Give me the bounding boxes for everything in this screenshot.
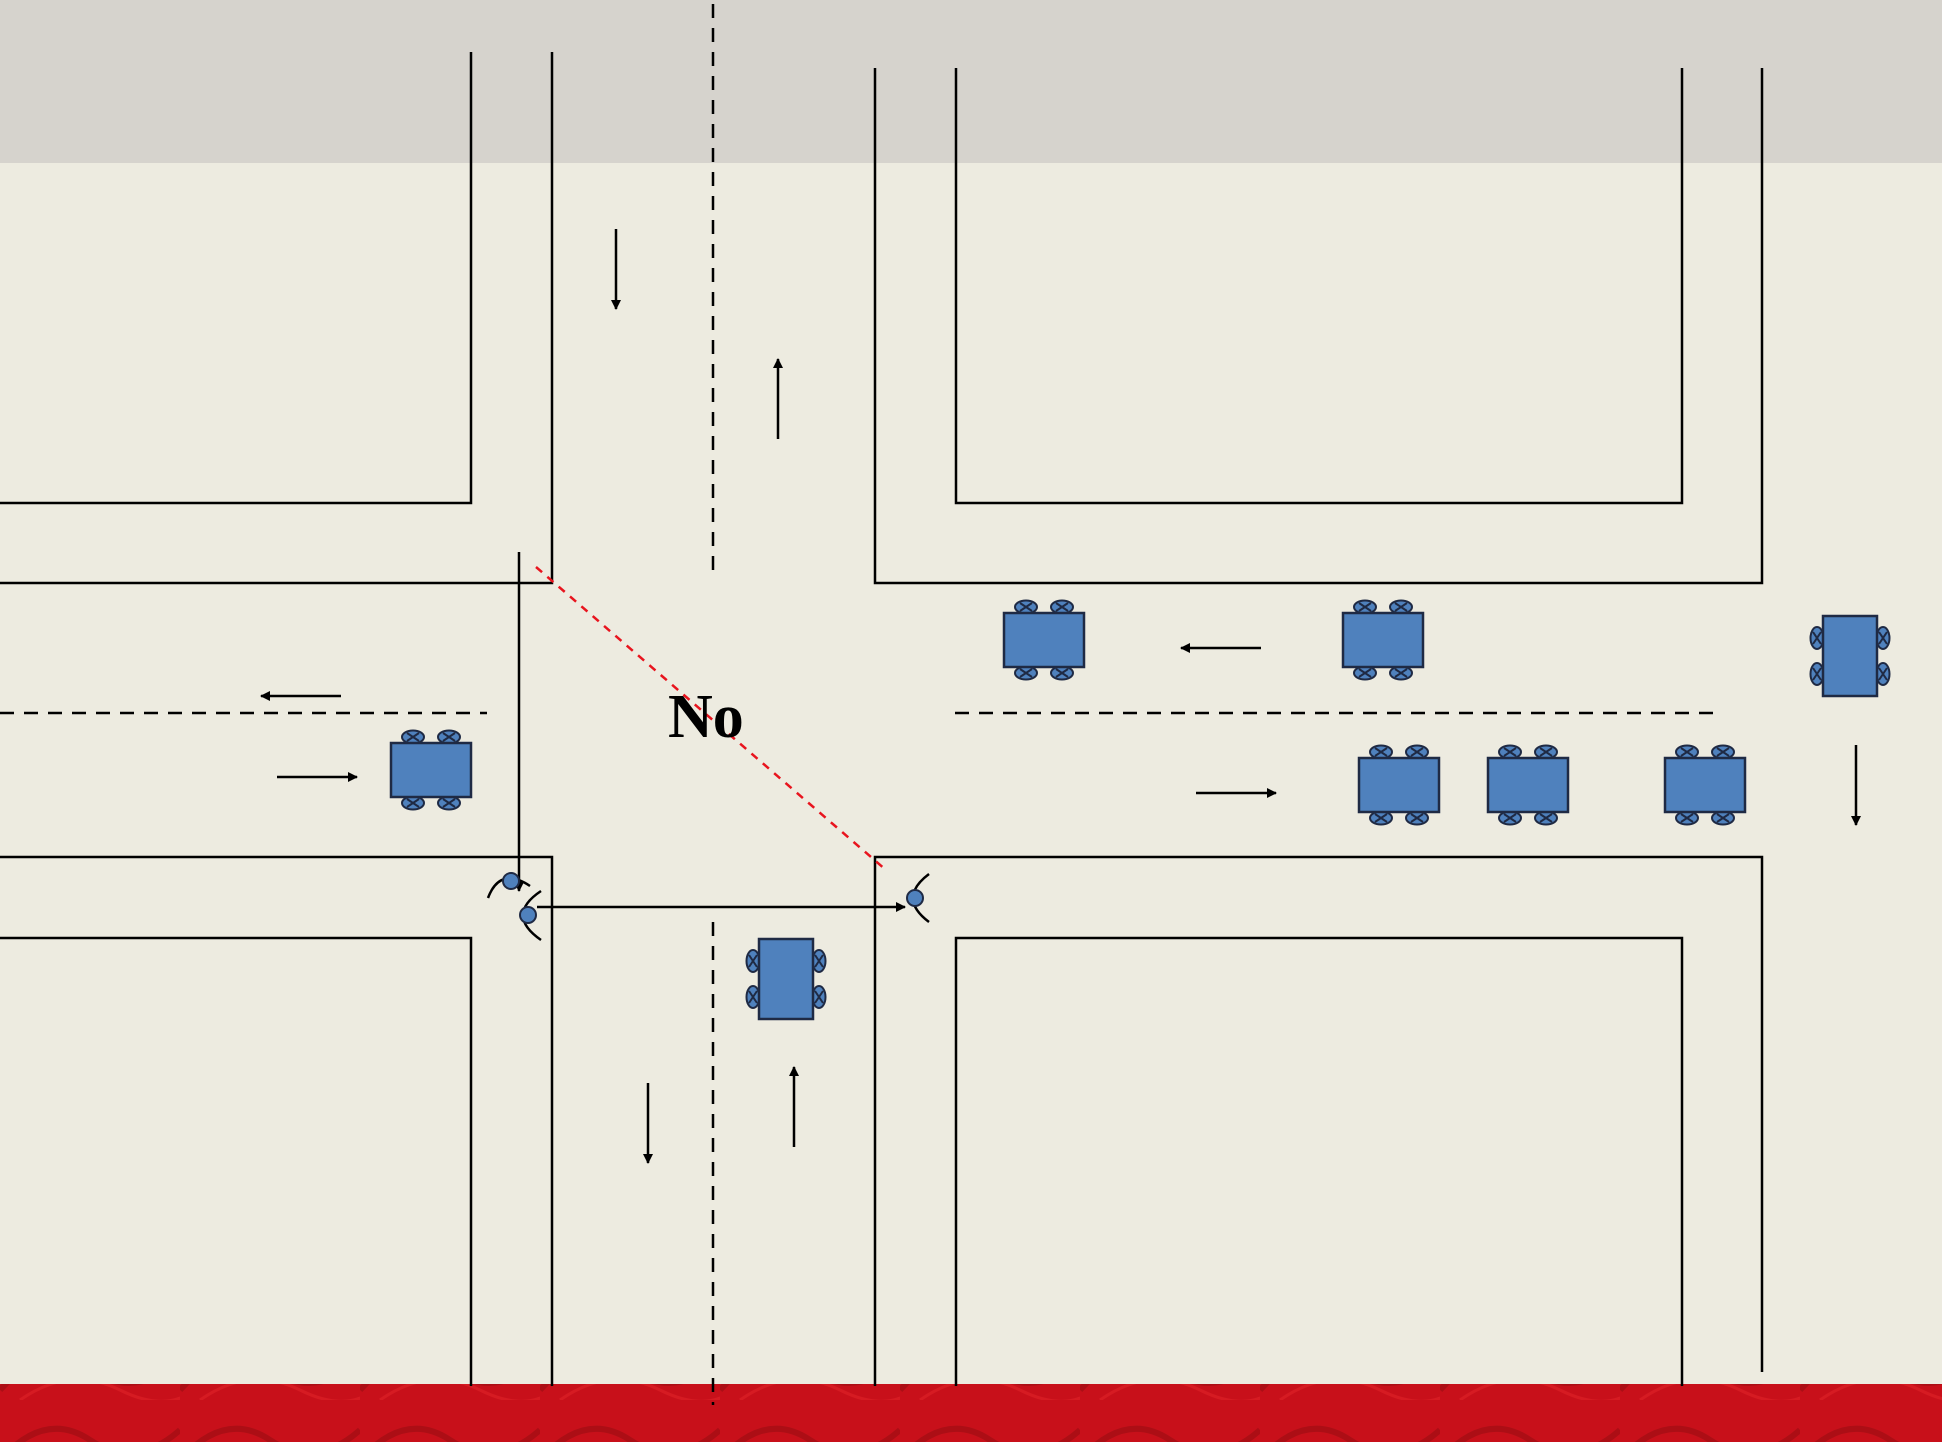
car-icon [1004,601,1084,680]
lane-dividers [0,4,1714,1405]
car-icon [391,731,471,810]
pedestrian-icon [906,873,930,923]
car-icon [1359,746,1439,825]
car-icon [1488,746,1568,825]
forbidden-crossing-line [535,566,887,871]
road-curbs [0,52,1764,1386]
car-icon [747,939,826,1019]
car-icon [1811,616,1890,696]
footer-band [0,1384,1942,1442]
car-icon [1665,746,1745,825]
car-icon [1343,601,1423,680]
pedestrian-path [514,552,906,912]
pedestrians [486,872,930,942]
pedestrian-icon [519,889,542,942]
header-band [0,0,1942,163]
no-label: No [668,683,744,751]
direction-arrows [260,229,1861,1164]
pedestrian-icon [486,872,531,899]
